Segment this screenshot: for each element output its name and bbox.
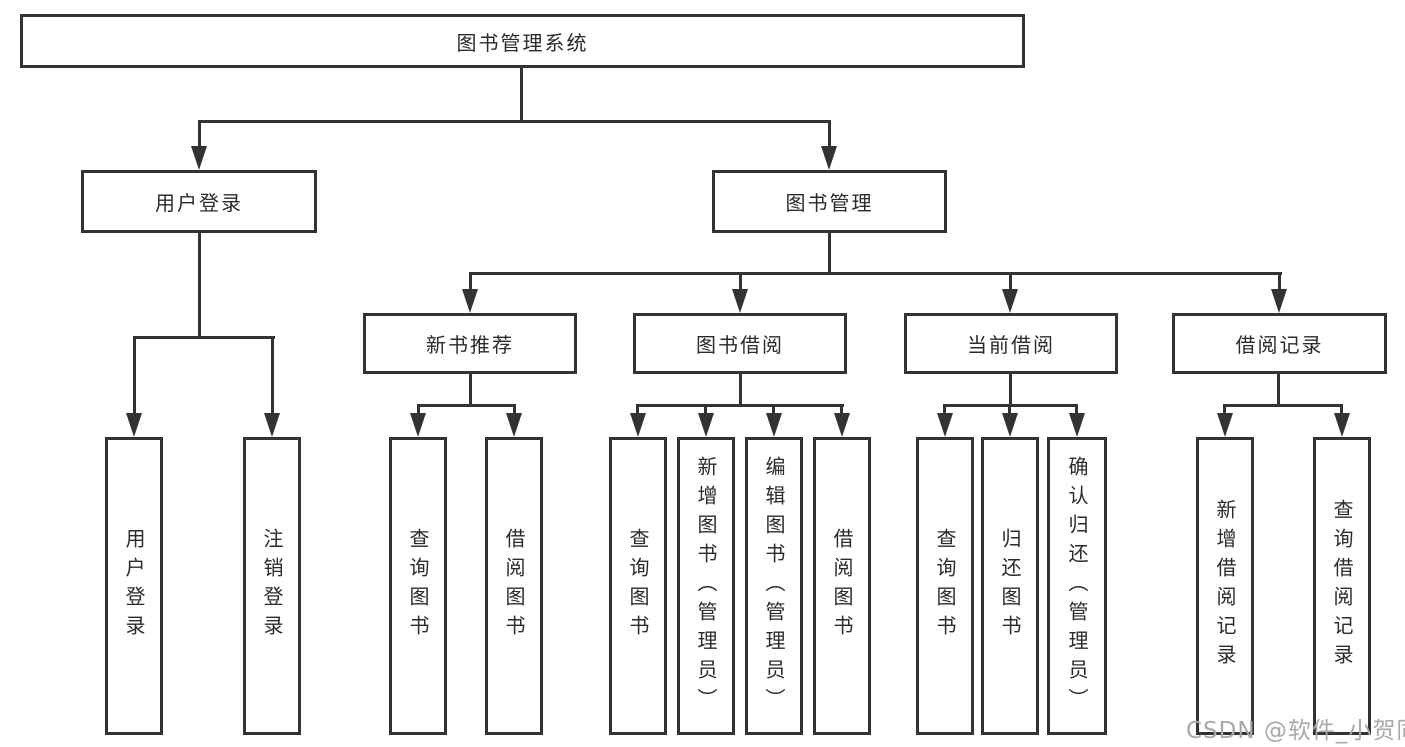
- leaf-label: 新增借阅记录: [1213, 499, 1237, 673]
- connector-mod3-rail: [944, 404, 1078, 407]
- arrowhead-down-icon: [821, 146, 837, 170]
- node-label: 当前借阅: [967, 333, 1055, 357]
- leaf-recommend-query-books: 查询图书: [389, 437, 447, 735]
- arrowhead-down-icon: [191, 146, 207, 170]
- node-current-borrow: 当前借阅: [904, 313, 1118, 374]
- connector-book-mod1: [469, 272, 472, 292]
- connector-mod2-stub: [739, 372, 742, 407]
- leaf-borrow-query-books: 查询图书: [609, 437, 667, 735]
- node-book-management-module: 图书管理: [712, 170, 947, 233]
- connector-root-to-user: [198, 120, 201, 150]
- node-root: 图书管理系统: [20, 14, 1025, 68]
- connector-mod3-stub: [1009, 372, 1012, 407]
- leaf-borrow-add-books-admin: 新增图书（管理员）: [677, 437, 735, 735]
- connector-user-child2: [271, 336, 274, 416]
- connector-root-rail: [198, 120, 831, 123]
- connector-book-rail: [469, 272, 1282, 275]
- connector-book-mod2: [739, 272, 742, 292]
- arrowhead-down-icon: [1002, 289, 1018, 313]
- arrowhead-down-icon: [1217, 413, 1233, 437]
- arrowhead-down-icon: [630, 413, 646, 437]
- leaf-current-return-books: 归还图书: [981, 437, 1039, 735]
- leaf-recommend-borrow-books: 借阅图书: [485, 437, 543, 735]
- leaf-label: 查询图书: [933, 528, 957, 644]
- leaf-records-query-record: 查询借阅记录: [1313, 437, 1371, 735]
- leaf-label: 用户登录: [122, 528, 146, 644]
- node-label: 用户登录: [155, 191, 243, 215]
- leaf-borrow-edit-books-admin: 编辑图书（管理员）: [745, 437, 803, 735]
- leaf-label: 查询借阅记录: [1330, 499, 1354, 673]
- leaf-logout: 注销登录: [243, 437, 301, 735]
- connector-mod3-c2: [1008, 404, 1011, 416]
- connector-mod1-rail: [417, 404, 516, 407]
- connector-mod2-c2: [704, 404, 707, 416]
- node-user-login-module: 用户登录: [81, 170, 317, 233]
- connector-book-stub: [828, 231, 831, 275]
- arrowhead-down-icon: [462, 289, 478, 313]
- arrowhead-down-icon: [264, 413, 280, 437]
- node-label: 图书借阅: [696, 333, 784, 357]
- leaf-label: 注销登录: [260, 528, 284, 644]
- arrowhead-down-icon: [698, 413, 714, 437]
- connector-root-stub: [520, 66, 523, 122]
- connector-mod2-c3: [772, 404, 775, 416]
- connector-mod4-stub: [1277, 372, 1280, 407]
- node-book-borrow: 图书借阅: [633, 313, 847, 374]
- node-root-label: 图书管理系统: [456, 30, 589, 55]
- leaf-label: 查询图书: [626, 528, 650, 644]
- arrowhead-down-icon: [732, 289, 748, 313]
- connector-root-to-book: [828, 120, 831, 150]
- connector-mod2-c1: [636, 404, 639, 416]
- connector-mod1-c2: [513, 404, 516, 416]
- leaf-current-query-books: 查询图书: [916, 437, 974, 735]
- arrowhead-down-icon: [1334, 413, 1350, 437]
- leaf-records-add-record: 新增借阅记录: [1196, 437, 1254, 735]
- connector-mod4-rail: [1224, 404, 1343, 407]
- arrowhead-down-icon: [1069, 413, 1085, 437]
- leaf-label: 借阅图书: [830, 528, 854, 644]
- leaf-current-confirm-return-admin: 确认归还（管理员）: [1047, 437, 1107, 735]
- leaf-label: 新增图书（管理员）: [694, 455, 718, 717]
- connector-mod1-c1: [417, 404, 420, 416]
- connector-user-rail: [133, 336, 275, 339]
- arrowhead-down-icon: [1271, 289, 1287, 313]
- leaf-label: 确认归还（管理员）: [1065, 455, 1089, 717]
- connector-mod2-rail: [637, 404, 844, 407]
- csdn-watermark: CSDN @软件_小贺同学: [1186, 718, 1405, 744]
- arrowhead-down-icon: [410, 413, 426, 437]
- connector-mod1-stub: [469, 372, 472, 407]
- node-borrow-records: 借阅记录: [1172, 313, 1387, 374]
- arrowhead-down-icon: [766, 413, 782, 437]
- connector-book-mod3: [1009, 272, 1012, 292]
- node-new-book-recommend: 新书推荐: [363, 313, 577, 374]
- node-label: 图书管理: [785, 191, 874, 215]
- connector-user-child1: [133, 336, 136, 416]
- leaf-user-login: 用户登录: [105, 437, 163, 735]
- connector-user-stub: [198, 231, 201, 339]
- leaf-label: 归还图书: [998, 528, 1022, 644]
- leaf-label: 编辑图书（管理员）: [762, 455, 786, 717]
- leaf-label: 查询图书: [406, 528, 430, 644]
- node-label: 借阅记录: [1235, 333, 1324, 357]
- connector-mod3-c3: [1075, 404, 1078, 416]
- arrowhead-down-icon: [126, 413, 142, 437]
- arrowhead-down-icon: [506, 413, 522, 437]
- connector-mod4-c2: [1340, 404, 1343, 416]
- arrowhead-down-icon: [1002, 413, 1018, 437]
- connector-mod2-c4: [840, 404, 843, 416]
- connector-mod3-c1: [943, 404, 946, 416]
- leaf-borrow-borrow-books: 借阅图书: [813, 437, 871, 735]
- leaf-label: 借阅图书: [502, 528, 526, 644]
- node-label: 新书推荐: [426, 333, 514, 357]
- connector-book-mod4: [1278, 272, 1281, 292]
- arrowhead-down-icon: [834, 413, 850, 437]
- connector-mod4-c1: [1223, 404, 1226, 416]
- arrowhead-down-icon: [937, 413, 953, 437]
